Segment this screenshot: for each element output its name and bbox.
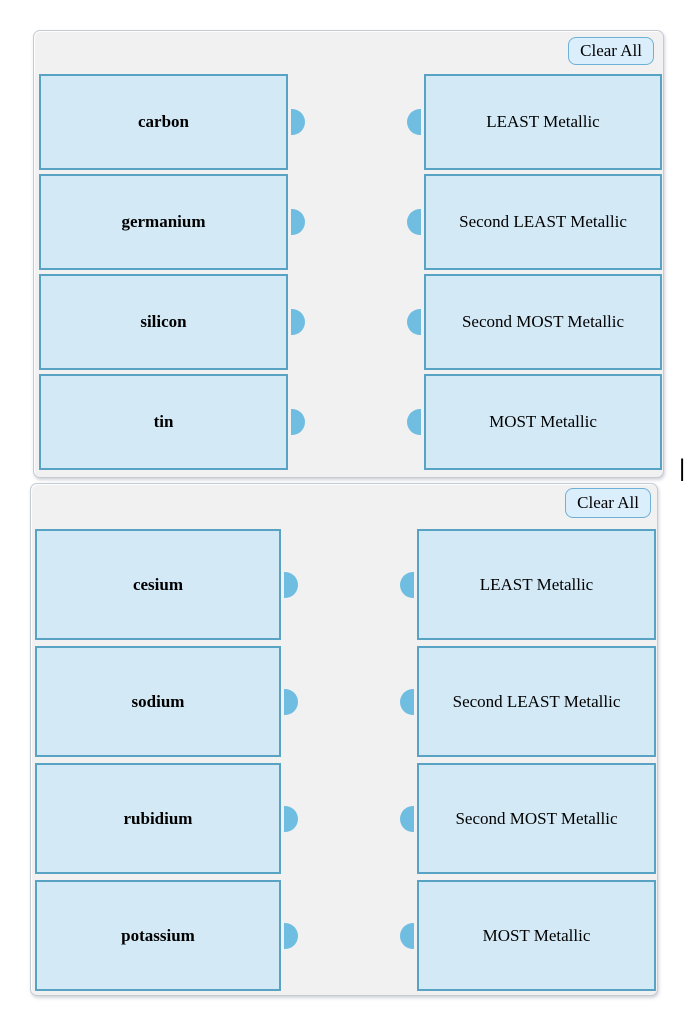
clear-all-button[interactable]: Clear All [565, 488, 651, 518]
match-target-card-second-least-metallic[interactable]: Second LEAST Metallic [400, 646, 656, 757]
source-column: carbon germanium silicon tin [39, 74, 305, 470]
source-card-label: germanium [121, 212, 206, 231]
connector-nub-icon[interactable] [400, 688, 414, 715]
connector-nub-icon[interactable] [284, 805, 298, 832]
match-target-card-second-most-metallic[interactable]: Second MOST Metallic [400, 763, 656, 874]
match-target-card-most-metallic[interactable]: MOST Metallic [407, 374, 662, 470]
connector-nub-icon[interactable] [400, 571, 414, 598]
match-source-card-cesium[interactable]: cesium [35, 529, 298, 640]
source-column: cesium sodium rubidium potassium [35, 529, 298, 991]
match-target-card-least-metallic[interactable]: LEAST Metallic [407, 74, 662, 170]
matching-panel-2: Clear All cesium sodium rubidium potassi… [30, 483, 658, 996]
match-source-card-silicon[interactable]: silicon [39, 274, 305, 370]
source-card-label: sodium [131, 691, 185, 711]
connector-nub-icon[interactable] [407, 309, 421, 335]
match-source-card-potassium[interactable]: potassium [35, 880, 298, 991]
connector-nub-icon[interactable] [284, 571, 298, 598]
source-card-label: carbon [138, 112, 189, 131]
connector-nub-icon[interactable] [284, 688, 298, 715]
target-card-label: LEAST Metallic [486, 112, 600, 131]
matching-panel-1: Clear All carbon germanium silicon tin L… [33, 30, 664, 478]
connector-nub-icon[interactable] [284, 922, 298, 949]
source-card-label: tin [153, 412, 174, 431]
match-source-card-rubidium[interactable]: rubidium [35, 763, 298, 874]
match-target-card-second-most-metallic[interactable]: Second MOST Metallic [407, 274, 662, 370]
target-card-label: Second MOST Metallic [455, 808, 618, 828]
match-source-card-sodium[interactable]: sodium [35, 646, 298, 757]
target-card-label: MOST Metallic [482, 925, 591, 945]
source-card-label: potassium [121, 925, 195, 945]
target-card-label: MOST Metallic [489, 412, 597, 431]
match-target-card-least-metallic[interactable]: LEAST Metallic [400, 529, 656, 640]
connector-nub-icon[interactable] [291, 409, 305, 435]
target-card-label: Second LEAST Metallic [452, 691, 621, 711]
target-column: LEAST Metallic Second LEAST Metallic Sec… [407, 74, 662, 470]
match-source-card-germanium[interactable]: germanium [39, 174, 305, 270]
connector-nub-icon[interactable] [407, 409, 421, 435]
source-card-label: rubidium [123, 808, 193, 828]
connector-nub-icon[interactable] [407, 109, 421, 135]
source-card-label: silicon [140, 312, 187, 331]
connector-nub-icon[interactable] [291, 109, 305, 135]
target-column: LEAST Metallic Second LEAST Metallic Sec… [400, 529, 656, 991]
target-card-label: LEAST Metallic [479, 574, 594, 594]
match-source-card-tin[interactable]: tin [39, 374, 305, 470]
match-target-card-second-least-metallic[interactable]: Second LEAST Metallic [407, 174, 662, 270]
connector-nub-icon[interactable] [291, 309, 305, 335]
text-cursor: | [679, 455, 686, 482]
target-card-label: Second MOST Metallic [461, 312, 625, 331]
connector-nub-icon[interactable] [291, 209, 305, 235]
match-source-card-carbon[interactable]: carbon [39, 74, 305, 170]
clear-all-button[interactable]: Clear All [568, 37, 654, 65]
connector-nub-icon[interactable] [400, 805, 414, 832]
match-target-card-most-metallic[interactable]: MOST Metallic [400, 880, 656, 991]
connector-nub-icon[interactable] [407, 209, 421, 235]
target-card-label: Second LEAST Metallic [459, 212, 627, 231]
connector-nub-icon[interactable] [400, 922, 414, 949]
source-card-label: cesium [132, 574, 184, 594]
